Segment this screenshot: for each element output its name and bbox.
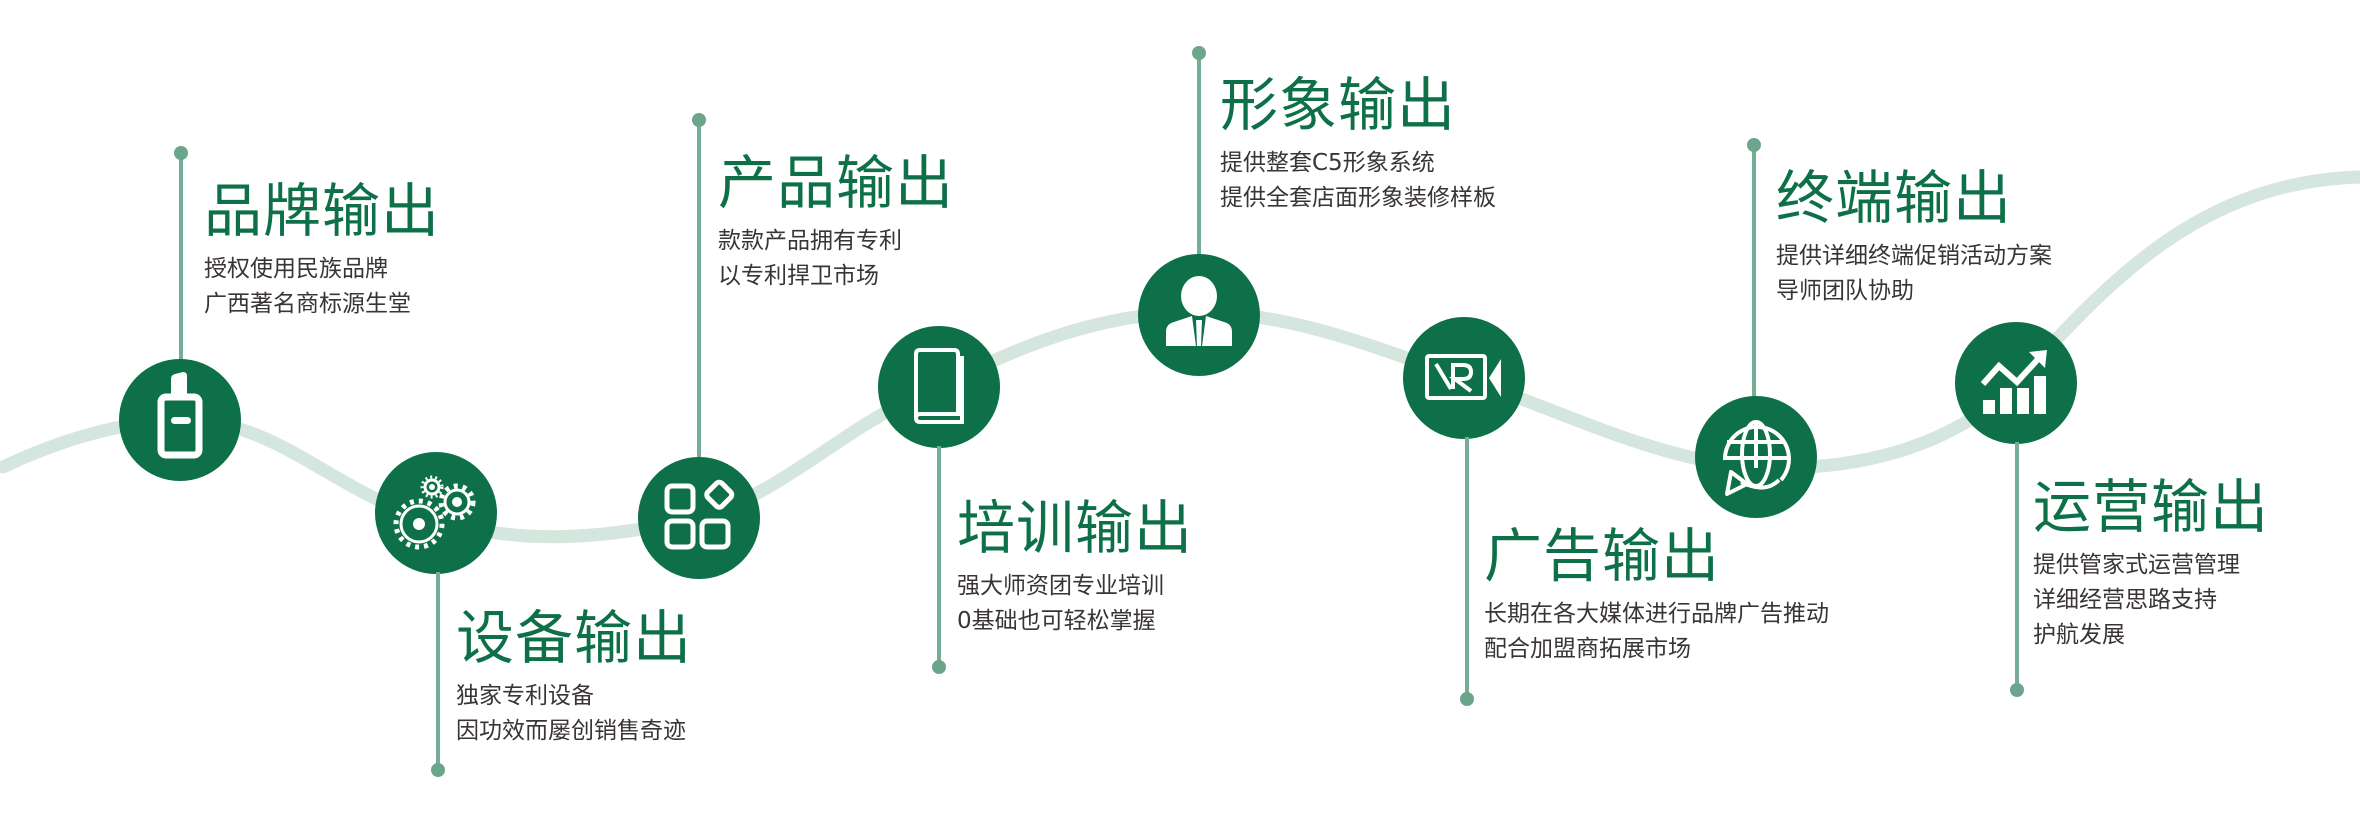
connector-line [937,446,941,668]
step-title: 品牌输出 [204,177,441,245]
step-node-terminal[interactable] [1695,396,1817,518]
connector-line [179,153,183,363]
step-desc-line: 配合加盟商拓展市场 [1484,636,1691,662]
step-desc-line: 详细经营思路支持 [2033,587,2217,613]
globe-refresh-icon [1722,420,1791,496]
step-desc-line: 广西著名商标源生堂 [204,291,411,317]
connector-line [436,572,440,770]
step-title: 广告输出 [1484,522,1721,590]
step-title: 设备输出 [456,604,693,672]
businessman-icon [1166,276,1232,346]
step-node-equipment[interactable] [375,452,497,574]
connector-dot [431,763,445,777]
vr-camera-icon [1425,354,1501,400]
step-desc-line: 提供全套店面形象装修样板 [1220,185,1496,211]
growth-chart-icon [1980,350,2047,414]
connector-dot [1747,138,1761,152]
step-desc-line: 强大师资团专业培训 [957,573,1164,599]
connector-dot [932,660,946,674]
step-desc-line: 款款产品拥有专利 [718,228,902,254]
step-desc-line: 0基础也可轻松掌握 [957,608,1156,634]
connector-line [1197,53,1201,258]
lipstick-icon [157,372,203,459]
step-node-product[interactable] [638,457,760,579]
step-desc-line: 提供整套C5形象系统 [1220,150,1435,176]
connector-dot [2010,683,2024,697]
connector-dot [174,146,188,160]
step-desc-line: 长期在各大媒体进行品牌广告推动 [1484,601,1829,627]
step-node-image[interactable] [1138,254,1260,376]
connector-line [1752,145,1756,400]
step-desc-line: 以专利捍卫市场 [718,263,879,289]
step-node-training[interactable] [878,326,1000,448]
connector-line [2015,442,2019,690]
step-title: 形象输出 [1220,71,1457,139]
connector-dot [692,113,706,127]
step-node-operations[interactable] [1955,322,2077,444]
gears-icon [393,475,476,550]
connector-line [697,120,701,460]
connector-dot [1192,46,1206,60]
connector-dot [1460,692,1474,706]
step-title: 运营输出 [2033,473,2270,541]
step-desc-line: 护航发展 [2033,622,2125,648]
book-icon [913,348,964,424]
step-title: 终端输出 [1776,164,2013,232]
step-node-brand[interactable] [119,359,241,481]
step-desc-line: 独家专利设备 [456,683,594,709]
step-title: 培训输出 [957,494,1194,562]
step-desc-line: 提供管家式运营管理 [2033,552,2240,578]
step-desc-line: 导师团队协助 [1776,278,1914,304]
step-title: 产品输出 [718,149,955,217]
step-desc-line: 授权使用民族品牌 [204,256,388,282]
step-node-advertising[interactable] [1403,317,1525,439]
apps-grid-icon [664,479,735,550]
step-desc-line: 因功效而屡创销售奇迹 [456,718,686,744]
connector-line [1465,437,1469,699]
step-desc-line: 提供详细终端促销活动方案 [1776,243,2052,269]
